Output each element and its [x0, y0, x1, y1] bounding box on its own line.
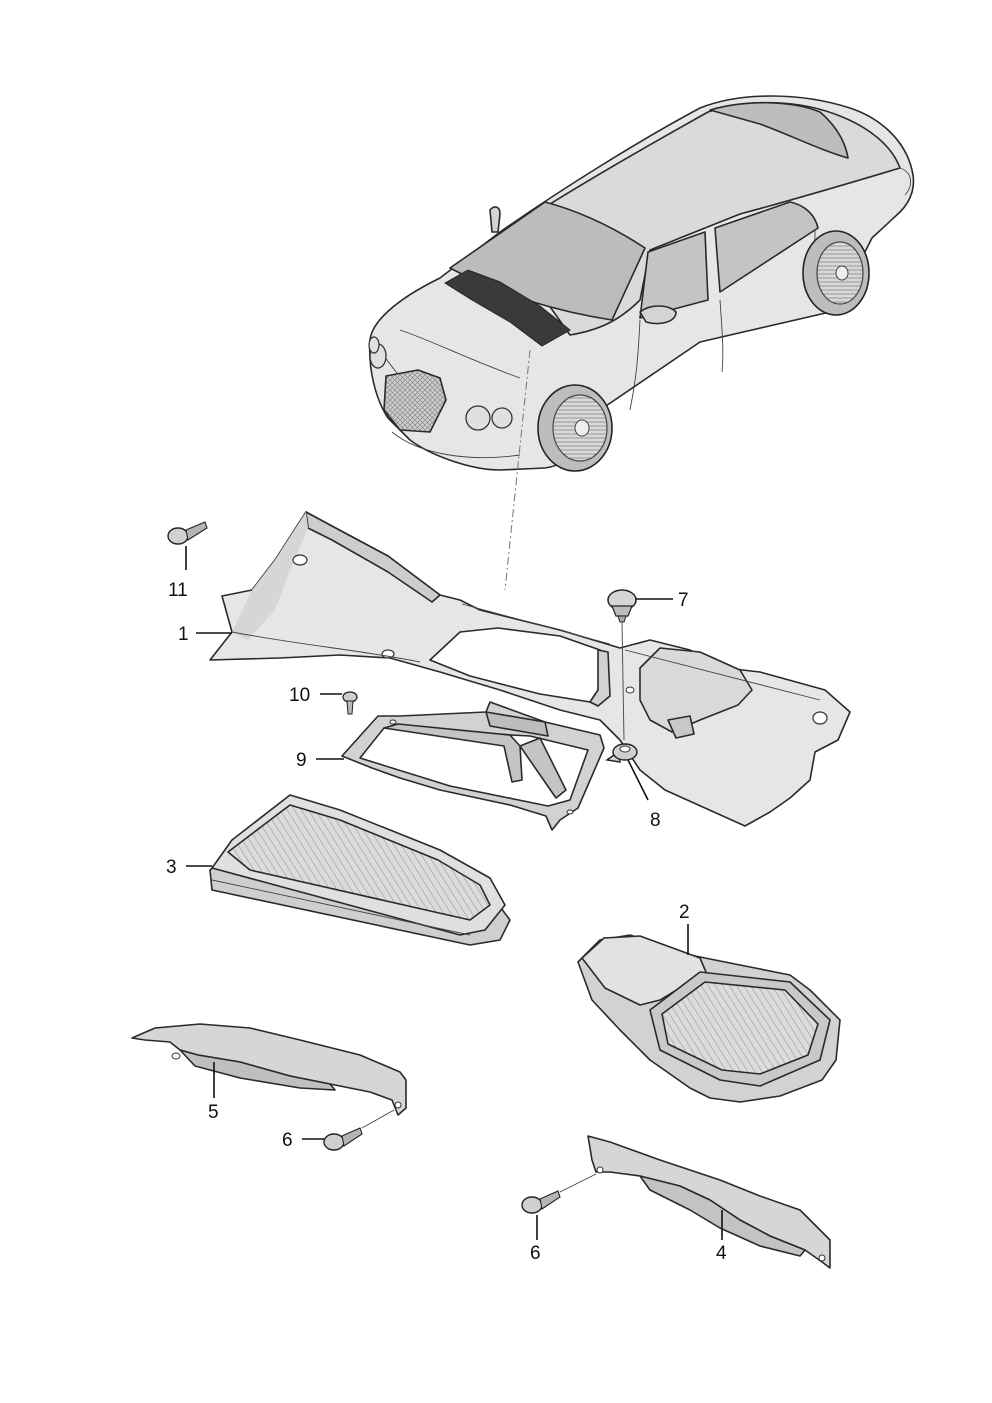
screw-6-right-assembly-line [559, 1173, 597, 1193]
part-7-clip [607, 589, 637, 623]
callout-label-2: 2 [679, 902, 690, 923]
part-2-filter-housing [577, 934, 841, 1103]
callout-leaders [185, 546, 723, 1240]
callout-label-6-right: 6 [530, 1243, 541, 1264]
callout-label-3: 3 [166, 857, 177, 878]
callout-label-9: 9 [296, 750, 307, 771]
part-1-cowl-cover [209, 511, 851, 827]
rear-wheel [802, 230, 870, 316]
part-4-trim-strip [587, 1135, 831, 1269]
part-11-screw [167, 521, 208, 545]
car-illustration [368, 95, 915, 472]
callout-label-5: 5 [208, 1102, 219, 1123]
part-6-screw-right [521, 1190, 561, 1214]
callout-label-7: 7 [678, 590, 689, 611]
callout-label-8: 8 [650, 810, 661, 831]
front-wheel [537, 384, 613, 472]
callout-label-11: 11 [168, 580, 188, 601]
callout-label-1: 1 [178, 624, 189, 645]
cowl-panel-highlight [444, 269, 571, 347]
callout-label-6-left: 6 [282, 1130, 293, 1151]
part-6-screw-left [323, 1127, 363, 1151]
screw-6-left-assembly-line [361, 1109, 395, 1129]
part-9-frame [341, 701, 605, 831]
part-8-grommet [605, 743, 638, 763]
grille [383, 369, 447, 433]
part-10-screw [342, 691, 358, 715]
part-5-trim-strip [131, 1023, 407, 1116]
clip-assembly-line [621, 621, 625, 741]
headlights [368, 336, 513, 431]
part-3-filter [209, 794, 511, 946]
callout-label-4: 4 [716, 1243, 727, 1264]
callout-label-10: 10 [289, 685, 310, 706]
